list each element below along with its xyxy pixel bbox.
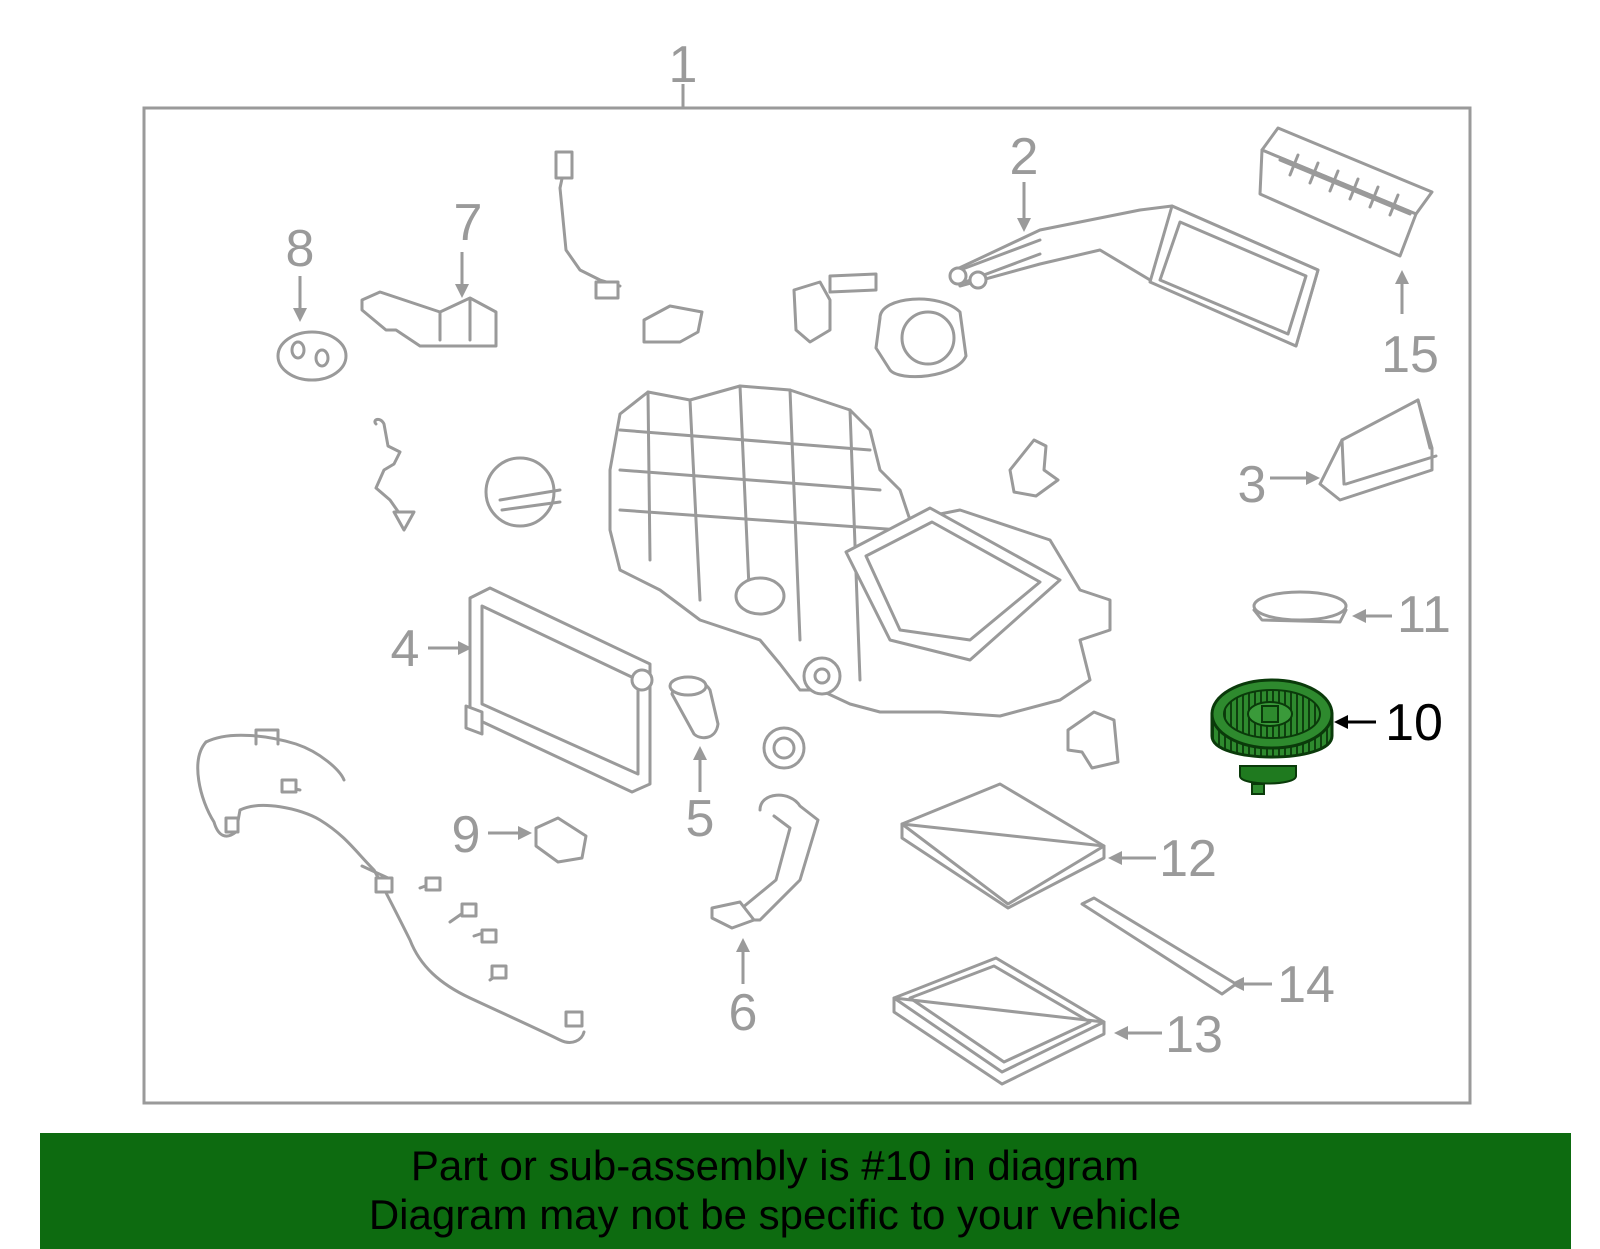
part-12-cabin-filter[interactable] [900, 782, 1106, 910]
misc-bracket-small [642, 304, 704, 344]
part-3-blower-resistor[interactable] [1318, 398, 1438, 502]
info-banner: Part or sub-assembly is #10 in diagram D… [40, 1133, 1571, 1249]
callout-4[interactable]: 4 [391, 620, 420, 678]
callout-14[interactable]: 14 [1277, 956, 1335, 1014]
part-7-bracket[interactable] [360, 290, 498, 348]
callout-9[interactable]: 9 [452, 806, 481, 864]
callout-15[interactable]: 15 [1381, 326, 1439, 384]
callout-10[interactable]: 10 [1385, 694, 1443, 752]
callout-8[interactable]: 8 [286, 220, 315, 278]
callout-7[interactable]: 7 [454, 194, 483, 252]
misc-wire-lead [554, 150, 622, 300]
callout-5-arrow [693, 746, 707, 792]
hvac-housing [484, 384, 1112, 718]
banner-line-2: Diagram may not be specific to your vehi… [368, 1191, 1182, 1238]
misc-bracket-lower [1066, 710, 1120, 770]
parts-diagram: 1 2 3 4 5 6 7 8 9 10 11 12 13 14 15 [142, 36, 1472, 1105]
misc-clip [1008, 438, 1060, 498]
callout-8-arrow [293, 276, 307, 322]
callout-7-arrow [455, 252, 469, 298]
misc-actuator [874, 297, 968, 379]
callout-11-arrow [1352, 609, 1392, 623]
part-5-expansion-valve[interactable] [668, 675, 720, 740]
part-2-heater-core-tubes[interactable] [948, 204, 1320, 348]
callout-2[interactable]: 2 [1010, 128, 1039, 186]
part-4-evaporator-core[interactable] [464, 586, 654, 794]
part-9-sensor[interactable] [534, 816, 588, 864]
callout-3[interactable]: 3 [1238, 456, 1267, 514]
callout-5[interactable]: 5 [686, 790, 715, 848]
callout-13-arrow [1114, 1026, 1162, 1040]
part-6-aspirator-hose[interactable] [710, 793, 820, 930]
callout-9-arrow [488, 826, 532, 840]
callout-1[interactable]: 1 [669, 36, 698, 94]
misc-connector [792, 272, 878, 344]
part-14-seal-strip[interactable] [1080, 896, 1238, 996]
misc-grommet-small [762, 726, 806, 770]
callout-10-arrow [1334, 715, 1376, 729]
callout-12[interactable]: 12 [1159, 830, 1217, 888]
part-10-blower-motor[interactable] [1210, 678, 1334, 795]
misc-hose [373, 417, 416, 532]
callout-15-arrow [1395, 270, 1409, 314]
part-13-filter-frame[interactable] [892, 956, 1106, 1086]
callout-11[interactable]: 11 [1397, 586, 1451, 644]
part-11-seal[interactable] [1252, 590, 1348, 624]
callout-12-arrow [1108, 851, 1156, 865]
callout-3-arrow [1270, 471, 1320, 485]
callout-13[interactable]: 13 [1165, 1006, 1223, 1064]
wiring-harness [196, 728, 586, 1044]
part-15-heater-core[interactable] [1258, 126, 1434, 258]
banner-line-1: Part or sub-assembly is #10 in diagram [410, 1142, 1140, 1189]
callout-6[interactable]: 6 [729, 984, 758, 1042]
callout-6-arrow [736, 938, 750, 984]
part-8-grommet[interactable] [276, 330, 348, 382]
callout-2-arrow [1017, 182, 1031, 232]
callout-4-arrow [428, 641, 472, 655]
